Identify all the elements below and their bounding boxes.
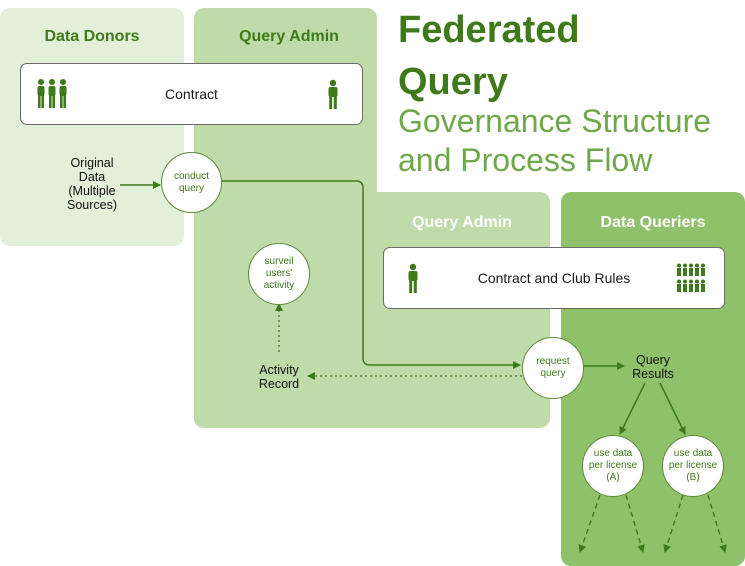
title-line-1: Federated (398, 9, 580, 51)
subtitle-line-1: Governance Structure (398, 103, 712, 139)
contract-club-rules-box: Contract and Club Rules (383, 247, 725, 309)
data-queriers-title: Data Queriers (600, 214, 706, 231)
arrow-a-out-right (625, 494, 645, 553)
title-line-2: Query (398, 61, 508, 103)
subtitle-line-2: and Process Flow (398, 142, 653, 178)
crowd-of-people-icon (677, 263, 705, 292)
data-donors-panel (0, 8, 184, 246)
arrow-conduct-to-request (222, 180, 521, 369)
diagram-subtitle: Governance Structure and Process Flow (398, 102, 743, 180)
arrow-b-out-right (707, 494, 727, 553)
original-data-label: Original Data (Multiple Sources) (66, 156, 118, 212)
request-query-node: request query (522, 337, 584, 399)
arrow-results-to-a (619, 382, 646, 435)
query-admin-mid-title: Query Admin (412, 214, 512, 231)
group-of-three-people-icon (37, 79, 67, 108)
single-person-icon (328, 79, 338, 109)
contract-club-rules-label: Contract and Club Rules (477, 270, 631, 286)
use-data-license-b-node: use data per license (B) (662, 435, 724, 497)
query-admin-top-title: Query Admin (239, 28, 339, 45)
data-donors-title: Data Donors (44, 28, 140, 45)
query-admin-mid-panel (194, 192, 550, 428)
arrow-results-to-b (659, 382, 686, 435)
single-person-icon (408, 263, 418, 293)
conduct-query-node: conduct query (161, 152, 222, 213)
diagram-title: Federated Query (398, 4, 698, 108)
arrow-a-out-left (578, 494, 601, 553)
use-data-license-a-node: use data per license (A) (582, 435, 644, 497)
query-results-label: Query Results (632, 353, 674, 381)
surveil-activity-node: surveil users' activity (248, 243, 310, 305)
activity-record-label: Activity Record (258, 363, 300, 391)
arrow-b-out-left (663, 494, 684, 553)
contract-label: Contract (165, 86, 218, 102)
contract-box: Contract (20, 63, 363, 125)
